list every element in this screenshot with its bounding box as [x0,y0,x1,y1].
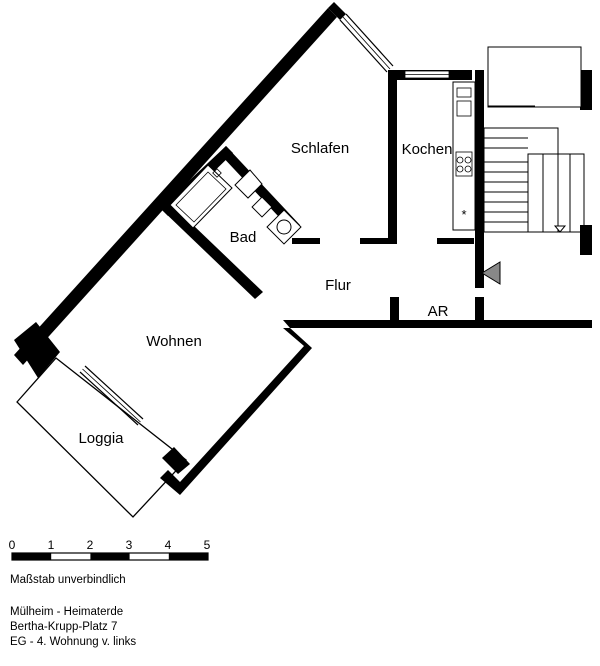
wall-kochen-bottom [437,238,474,244]
scale-tick-5: 5 [204,538,211,552]
wall-bad-stub [292,238,320,244]
stair-down-arrow-icon [553,225,567,233]
bathtub [169,164,233,229]
stair-steps [483,127,585,233]
washbasin [234,169,263,199]
wall-ar-left [390,297,399,323]
window-schlafen-glass [342,16,391,70]
address-block: Mülheim - Heimaterde Bertha-Krupp-Platz … [10,605,136,650]
room-label-ar: AR [428,303,449,320]
room-label-wohnen: Wohnen [146,333,202,350]
wall-bad-bottom [160,201,263,299]
scale-bar [11,552,209,561]
wall-flur-bottom [283,320,592,328]
wall-stairwell-right-bottom [580,225,592,255]
room-label-schlafen: Schlafen [291,140,349,157]
scale-note: Maßstab unverbindlich [10,574,126,586]
wall-wohnen-se [160,328,312,495]
scale-tick-1: 1 [48,538,55,552]
scale-tick-0: 0 [9,538,16,552]
scale-tick-3: 3 [126,538,133,552]
address-street: Bertha-Krupp-Platz 7 [10,621,118,633]
wall-ar-right [475,297,484,323]
room-label-kochen: Kochen [402,141,453,158]
wall-nw-facade [14,8,337,365]
toilet [251,196,273,218]
stove [455,151,473,177]
wall-wohnen-stub [162,447,190,474]
entrance-arrow-icon [481,261,501,285]
wall-corner-block [14,322,60,378]
window-schlafen [339,19,388,73]
wall-stairwell-right-top [580,70,592,110]
stair-landing [487,46,582,108]
window-schlafen-inner [345,13,394,67]
wall-nw-tip [328,2,346,20]
sink [456,87,472,98]
wall-bad-right [219,146,300,232]
wall-schlafen-kochen [388,70,397,244]
room-label-bad: Bad [230,229,257,246]
room-label-flur: Flur [325,277,351,294]
address-city: Mülheim - Heimaterde [10,606,124,618]
scale-tick-4: 4 [165,538,172,552]
wall-schlafen-bottom [360,238,397,244]
room-label-loggia: Loggia [78,430,124,447]
address-unit: EG - 4. Wohnung v. links [10,636,137,648]
window-loggia [79,371,139,426]
scale-tick-2: 2 [87,538,94,552]
wall-stairwell-left [475,70,484,288]
oven-icon: * [461,207,466,222]
washing-machine [266,209,302,245]
